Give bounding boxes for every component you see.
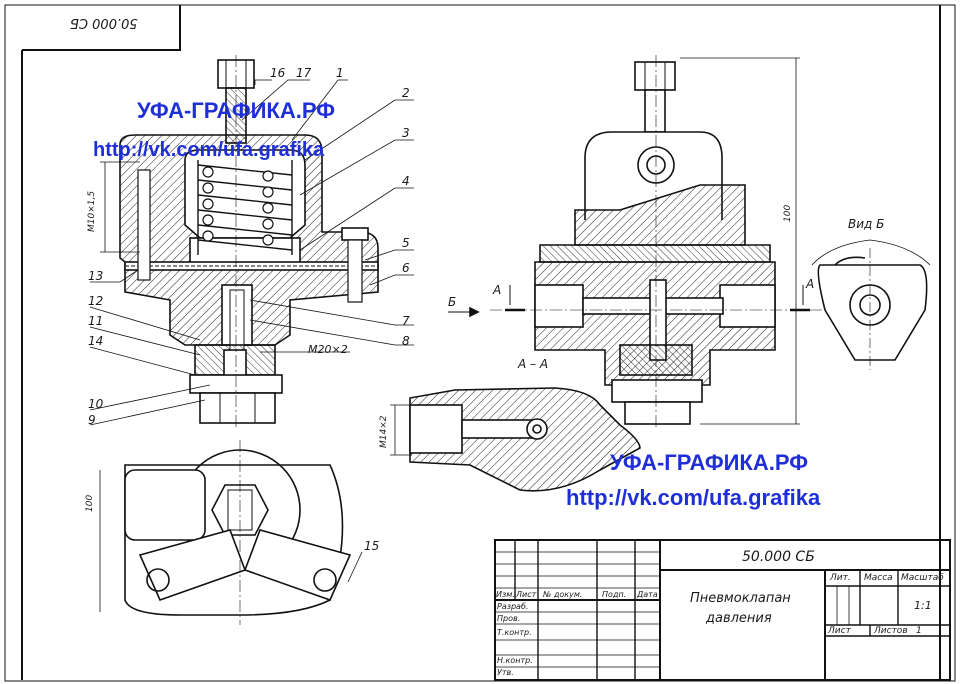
callout-6: 6 — [402, 261, 410, 275]
view-b — [811, 239, 931, 370]
callout-9: 9 — [88, 413, 96, 427]
callout-8: 8 — [402, 334, 410, 348]
tb-row-utv: Утв. — [497, 668, 514, 677]
callout-13: 13 — [88, 269, 104, 283]
callout-15: 15 — [364, 539, 380, 553]
tb-col-list: Лист — [516, 590, 537, 599]
tb-masshtab: Масштаб — [901, 573, 944, 583]
dim-m14: М14×2 — [379, 415, 389, 448]
tb-col-sign: Подп. — [602, 590, 627, 599]
tb-col-izm: Изм. — [496, 590, 515, 599]
section-aa-title: А – А — [518, 357, 549, 371]
watermark-site-1: УФА-ГРАФИКА.РФ — [137, 98, 336, 123]
dim-m10: М10×1,5 — [87, 190, 97, 232]
tb-designation: 50.000 СБ — [742, 549, 815, 565]
tb-sheet: Лист — [828, 626, 851, 636]
tb-name-line2: давления — [706, 611, 772, 626]
tb-col-date: Дата — [637, 590, 658, 599]
section-a-left-label: А — [493, 283, 502, 297]
callout-10: 10 — [88, 397, 104, 411]
callout-11: 11 — [88, 314, 104, 328]
watermark-url-2: http://vk.com/ufa.grafika — [566, 485, 821, 510]
section-a-a — [390, 387, 641, 492]
callout-14: 14 — [88, 334, 104, 348]
callout-1: 1 — [336, 66, 344, 80]
callout-12: 12 — [88, 294, 104, 308]
tb-col-doc: № докум. — [543, 590, 583, 599]
tb-name-line1: Пневмоклапан — [690, 591, 791, 606]
view-b-arrow-label: Б — [448, 295, 457, 309]
dim-100-right: 100 — [783, 204, 793, 222]
section-a-right-label: А — [806, 277, 815, 291]
dim-100-left: 100 — [85, 494, 95, 512]
watermark-url-1: http://vk.com/ufa.grafika — [93, 139, 325, 161]
callout-4: 4 — [402, 174, 410, 188]
rotated-designation: 50.000 СБ — [70, 15, 138, 30]
tb-scale-value: 1:1 — [914, 599, 932, 612]
tb-lit: Лит. — [830, 573, 851, 583]
bottom-view — [99, 440, 363, 625]
view-b-title: Вид Б — [848, 217, 885, 231]
tb-row-nkontr: Н.контр. — [497, 656, 533, 665]
callout-7: 7 — [402, 314, 410, 328]
callout-3: 3 — [402, 126, 410, 140]
tb-row-tkontr: Т.контр. — [497, 628, 532, 637]
watermark-site-2: УФА-ГРАФИКА.РФ — [610, 450, 809, 475]
tb-massa: Масса — [864, 573, 893, 583]
tb-row-prov: Пров. — [497, 614, 521, 623]
callout-5: 5 — [402, 236, 410, 250]
tb-sheets: Листов — [874, 626, 908, 636]
drawing-frame — [4, 4, 956, 682]
title-block-grid — [494, 539, 951, 681]
callout-17: 17 — [296, 66, 312, 80]
callout-16: 16 — [270, 66, 286, 80]
right-front-view — [448, 55, 830, 430]
tb-row-razrab: Разраб. — [497, 602, 529, 611]
tb-sheets-value: 1 — [916, 626, 922, 636]
leader-lines-left — [89, 79, 414, 426]
callout-2: 2 — [402, 86, 410, 100]
dim-m20: М20×2 — [308, 343, 348, 356]
